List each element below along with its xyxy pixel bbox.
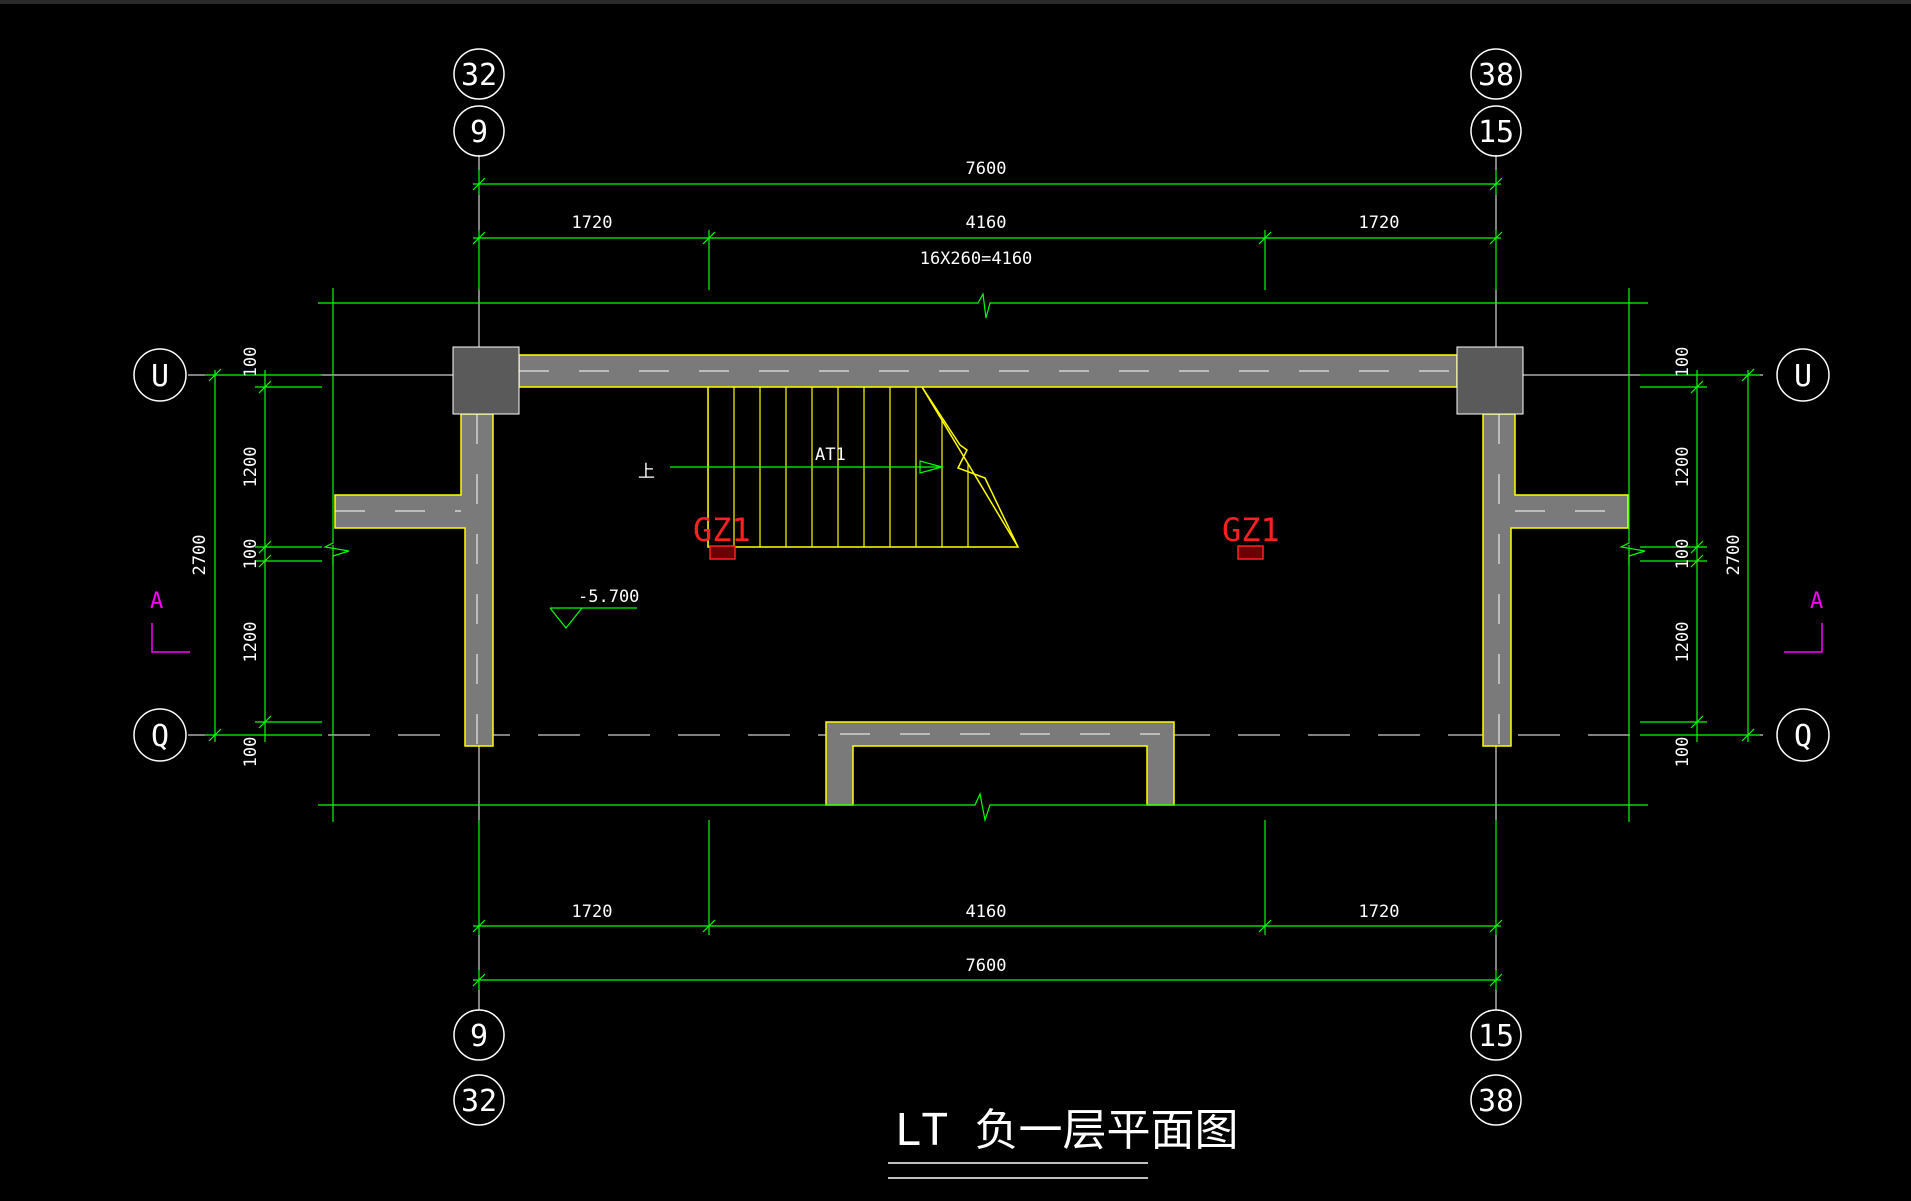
dim-stair-formula: 16X260=4160	[920, 249, 1033, 269]
gz1-right-hatch	[1237, 545, 1264, 560]
bubble-label-top-38: 38	[1478, 58, 1514, 93]
dim-top-mid: 4160	[966, 213, 1007, 233]
bubble-top-9	[453, 105, 505, 157]
bubble-label-left-u: U	[151, 359, 169, 394]
dim-right-total: 2700	[1724, 535, 1744, 576]
axis-lines	[188, 155, 1763, 1010]
dimension-texts: 7600 1720 4160 1720 16X260=4160 1720 416…	[190, 159, 1744, 976]
bubble-bottom-32	[453, 1074, 505, 1126]
dim-top-left: 1720	[572, 213, 613, 233]
gz1-right-label: GZ1	[1222, 511, 1280, 549]
bubble-top-32	[453, 48, 505, 100]
bubble-bottom-9	[453, 1009, 505, 1061]
section-marks	[151, 623, 1823, 653]
bubble-label-bottom-9: 9	[470, 1019, 488, 1054]
dim-left-1200-b: 1200	[241, 622, 261, 663]
dim-bottom-right: 1720	[1359, 902, 1400, 922]
dimension-lines	[205, 170, 1760, 990]
bubble-label-top-9: 9	[470, 115, 488, 150]
dim-bottom-total: 7600	[966, 956, 1007, 976]
dim-right-100-b: 100	[1673, 539, 1693, 570]
dim-right-1200-b: 1200	[1673, 622, 1693, 663]
bubble-right-u	[1776, 348, 1830, 402]
axis-bubble-labels: 32 9 38 15 9 32 15 38 U Q U Q	[151, 58, 1812, 1119]
dim-left-100-b: 100	[241, 539, 261, 570]
dim-top-total: 7600	[966, 159, 1007, 179]
bottom-recess-wall	[825, 721, 1175, 806]
gz1-left-hatch	[709, 545, 736, 560]
dim-right-1200-a: 1200	[1673, 447, 1693, 488]
dim-left-100-c: 100	[241, 737, 261, 768]
dim-right-100-c: 100	[1673, 737, 1693, 768]
bubble-label-left-q: Q	[151, 719, 169, 754]
drawing-title: LT 负一层平面图	[895, 1105, 1238, 1156]
title-bar	[0, 0, 1911, 4]
dim-bottom-left: 1720	[572, 902, 613, 922]
column-right	[1456, 346, 1524, 415]
walls	[334, 354, 1629, 806]
dim-left-100-a: 100	[241, 347, 261, 378]
left-wall	[334, 413, 494, 747]
bubble-label-right-q: Q	[1794, 719, 1812, 754]
bubble-top-38	[1470, 48, 1522, 100]
stair-arrow-head	[919, 460, 945, 474]
section-label-left: A	[150, 589, 163, 614]
stair-break-line	[921, 386, 1019, 548]
bubble-left-u	[133, 348, 187, 402]
bubble-label-right-u: U	[1794, 359, 1812, 394]
section-label-right: A	[1810, 589, 1823, 614]
elevation-mark	[549, 607, 637, 629]
section-mark-right	[1784, 623, 1823, 653]
columns	[452, 346, 1524, 415]
wall-center-dashes	[335, 370, 1628, 746]
bubble-label-bottom-15: 15	[1478, 1019, 1514, 1054]
gz1-markers: GZ1 GZ1	[693, 511, 1280, 560]
dim-left-total: 2700	[190, 535, 210, 576]
stair-code-label: AT1	[815, 445, 846, 465]
gz1-left-label: GZ1	[693, 511, 751, 549]
bubble-top-15	[1470, 105, 1522, 157]
section-mark-left	[151, 623, 190, 653]
bubble-label-top-15: 15	[1478, 115, 1514, 150]
axis-bubbles	[133, 48, 1830, 1126]
title-underline	[888, 1162, 1148, 1179]
bubble-right-q	[1776, 708, 1830, 762]
bubble-label-bottom-38: 38	[1478, 1084, 1514, 1119]
stair: 上 AT1	[638, 386, 1020, 548]
bubble-left-q	[133, 708, 187, 762]
bubble-label-top-32: 32	[461, 58, 497, 93]
elevation-label: -5.700	[578, 587, 639, 607]
dim-bottom-mid: 4160	[966, 902, 1007, 922]
stair-up-label: 上	[638, 462, 655, 482]
column-left	[452, 346, 520, 415]
dim-left-1200-a: 1200	[241, 447, 261, 488]
bubble-label-bottom-32: 32	[461, 1084, 497, 1119]
bubble-bottom-15	[1470, 1009, 1522, 1061]
dim-right-100-a: 100	[1673, 347, 1693, 378]
bubble-bottom-38	[1470, 1074, 1522, 1126]
right-wall	[1482, 413, 1629, 747]
dim-top-right: 1720	[1359, 213, 1400, 233]
